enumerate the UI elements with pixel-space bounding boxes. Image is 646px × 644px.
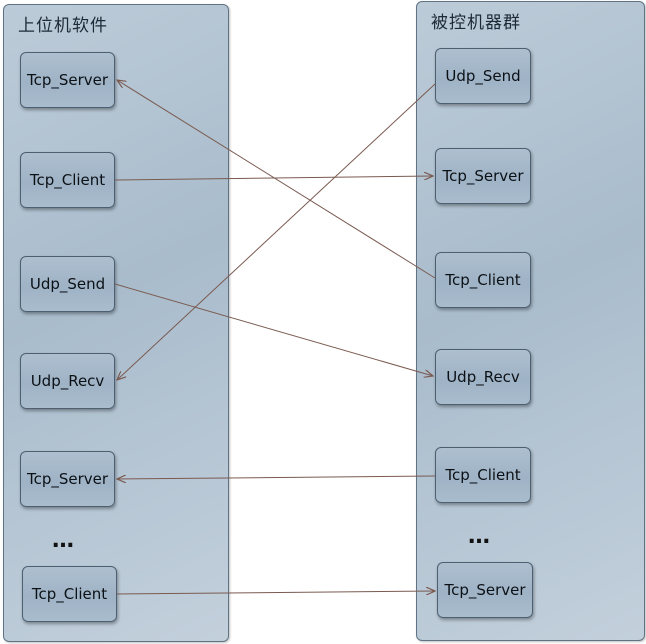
left-node-udp-recv[interactable]: Udp_Recv — [20, 353, 115, 409]
right-node-tcp-client-2[interactable]: Tcp_Client — [435, 447, 531, 503]
right-ellipsis: … — [468, 524, 493, 549]
right-node-tcp-server-2[interactable]: Tcp_Server — [437, 562, 533, 618]
panel-title-controlled-machines: 被控机器群 — [431, 13, 521, 33]
right-node-udp-send[interactable]: Udp_Send — [435, 48, 531, 104]
left-node-tcp-client[interactable]: Tcp_Client — [20, 152, 115, 208]
right-node-tcp-server[interactable]: Tcp_Server — [435, 148, 531, 204]
right-node-udp-recv[interactable]: Udp_Recv — [435, 349, 531, 405]
left-node-tcp-server[interactable]: Tcp_Server — [20, 52, 115, 108]
left-node-tcp-client-2[interactable]: Tcp_Client — [22, 566, 117, 622]
panel-title-host-software: 上位机软件 — [18, 16, 108, 36]
right-node-tcp-client[interactable]: Tcp_Client — [435, 252, 531, 308]
left-node-udp-send[interactable]: Udp_Send — [20, 256, 115, 312]
left-ellipsis: … — [52, 528, 77, 553]
left-node-tcp-server-2[interactable]: Tcp_Server — [20, 451, 115, 507]
